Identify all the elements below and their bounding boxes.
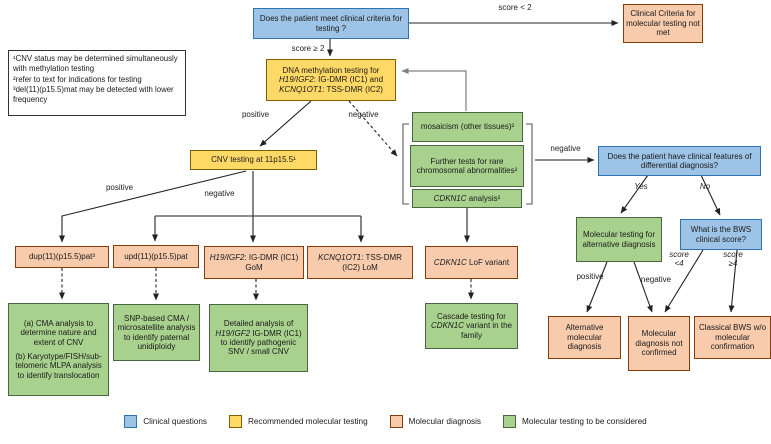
label-cnv-positive: positive <box>105 183 134 192</box>
bracket-left <box>402 123 409 205</box>
edge-group-feedback-to-methylation <box>401 68 467 111</box>
edge-cnv-positive <box>59 170 247 243</box>
bracket-right <box>526 123 533 205</box>
label-score-lt4-word: score <box>669 250 689 259</box>
label-score-lt4-value: <4 <box>674 258 684 268</box>
node-classical-bws: Classical BWS w/o molecular confirmation <box>694 316 771 359</box>
label-score-lt2: score < 2 <box>498 3 532 12</box>
label-meth-positive: positive <box>241 110 270 119</box>
label-score-ge4: score ≥4 <box>712 250 754 269</box>
footnote-1: ¹CNV status may be determined simultaneo… <box>13 54 178 74</box>
label-cnv-negative: negative <box>204 189 235 198</box>
node-alternative-diagnosis: Alternative molecular diagnosis <box>548 316 621 359</box>
legend-item-recommended: Recommended molecular testing <box>228 415 368 428</box>
node-cascade-testing: Cascade testing for CDKN1C variant in th… <box>425 303 518 349</box>
node-bws-score-question: What is the BWS clinical score? <box>680 219 762 250</box>
label-score-ge2: score ≥ 2 <box>291 44 325 53</box>
node-further-tests: Further tests for rare chromosomal abnor… <box>410 145 524 187</box>
node-cdkn1c-lof: CDKN1C LoF variant <box>425 246 518 279</box>
node-ic1-gom: H19/IGF2: IG-DMR (IC1) GoM <box>204 246 304 279</box>
legend-item-considered: Molecular testing to be considered <box>503 415 647 428</box>
legend-swatch-recommended <box>228 415 242 428</box>
legend-label-diagnosis: Molecular diagnosis <box>408 417 482 426</box>
label-group-negative: negative <box>550 144 581 153</box>
cma-analysis-a: (a) CMA analysis to determine nature and… <box>20 318 97 347</box>
legend-label-considered: Molecular testing to be considered <box>522 417 647 426</box>
legend: Clinical questions Recommended molecular… <box>0 415 771 428</box>
node-upd-11p15: upd(11)(p15.5)pat <box>113 245 199 268</box>
label-yes: Yes <box>634 182 648 191</box>
legend-swatch-diagnosis <box>389 415 403 428</box>
node-ic2-lom: KCNQ1OT1: TSS-DMR (IC2) LoM <box>307 246 413 279</box>
node-cdkn1c-analysis: CDKN1C analysis² <box>412 189 522 208</box>
footnotes-box: ¹CNV status may be determined simultaneo… <box>8 50 186 116</box>
node-clinical-criteria-question: Does the patient meet clinical criteria … <box>253 8 409 39</box>
edge-alt-positive <box>586 261 608 313</box>
node-snp-cma: SNP-based CMA / microsatellite analysis … <box>113 304 200 361</box>
node-cnv-testing: CNV testing at 11p15.5¹ <box>190 150 317 170</box>
edge-alt-negative <box>633 261 653 313</box>
legend-label-clinical: Clinical questions <box>143 417 207 426</box>
node-diagnosis-not-confirmed: Molecular diagnosis not confirmed <box>628 316 690 371</box>
footnote-2: ²refer to text for indications for testi… <box>13 74 142 84</box>
node-cma-analysis: (a) CMA analysis to determine nature and… <box>8 303 109 396</box>
edge-diff-yes <box>620 174 649 214</box>
node-criteria-not-met: Clinical Criteria for molecular testing … <box>623 4 703 43</box>
label-score-lt4: score <4 <box>658 250 700 269</box>
label-alt-positive: positive <box>576 272 604 281</box>
legend-item-diagnosis: Molecular diagnosis <box>389 415 482 428</box>
footnote-3: ³del(11)(p15.5)mat may be detected with … <box>13 84 174 105</box>
label-score-ge4-word: score <box>723 250 743 259</box>
label-meth-negative: negative <box>348 110 379 119</box>
legend-item-clinical: Clinical questions <box>124 415 207 428</box>
node-mosaicism: mosaicism (other tissues)² <box>412 112 523 142</box>
edge-meth-positive <box>259 100 312 147</box>
label-alt-negative: negative <box>640 275 672 284</box>
label-score-ge4-value: ≥4 <box>728 258 738 268</box>
node-dup-11p15: dup(11)(p15.5)pat³ <box>15 246 109 268</box>
legend-swatch-considered <box>503 415 517 428</box>
legend-label-recommended: Recommended molecular testing <box>247 417 368 426</box>
node-differential-question: Does the patient have clinical features … <box>598 146 761 176</box>
label-no: No <box>699 182 711 191</box>
legend-swatch-clinical <box>124 415 138 428</box>
cma-analysis-b: (b) Karyotype/FISH/sub-telomeric MLPA an… <box>15 352 102 380</box>
edge-diff-no <box>700 174 721 216</box>
node-detailed-ic1-analysis: Detailed analysis of H19/IGF2 IG-DMR (IC… <box>209 304 308 372</box>
node-alt-testing: Molecular testing for alternative diagno… <box>576 217 662 262</box>
node-dna-methylation-testing: DNA methylation testing for H19/IGF2: IG… <box>266 59 396 101</box>
